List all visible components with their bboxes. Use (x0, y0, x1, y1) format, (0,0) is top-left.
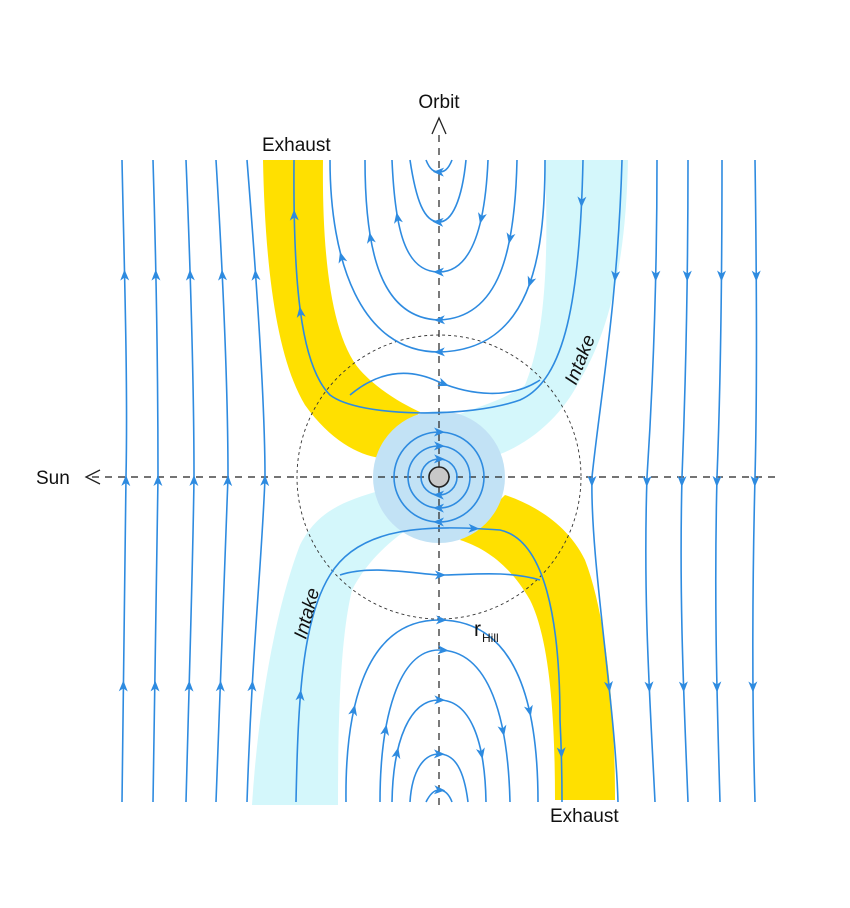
stream-arrowhead-4-0 (215, 680, 225, 692)
stream-arrowhead-9-0 (651, 270, 661, 282)
streamline-9 (645, 159, 658, 803)
stream-arrowhead-16-0 (432, 217, 444, 227)
exhaust-label-bottom: Exhaust (550, 806, 619, 827)
streamlines (118, 159, 761, 803)
hill-radius-subscript: Hill (482, 631, 499, 645)
stream-arrowhead-c3a (433, 427, 445, 437)
hill-radius-symbol: r (474, 618, 481, 641)
exhaust-band-lower (460, 495, 615, 800)
stream-arrowhead-20-2 (475, 747, 485, 760)
stream-arrowhead-11-2 (289, 209, 299, 221)
stream-arrowhead-3-2 (185, 269, 195, 281)
stream-arrowhead-5-2 (251, 269, 261, 281)
stream-arrowhead-15-0 (478, 212, 487, 224)
stream-arrowhead-7-1 (712, 475, 722, 487)
stream-arrowhead-7-0 (717, 270, 727, 282)
stream-arrowhead-17-0 (433, 167, 445, 177)
planet (428, 466, 450, 488)
stream-arrowhead-5-0 (247, 680, 257, 692)
stream-arrowhead-20-1 (434, 695, 446, 705)
hill-radius-label: rHill (474, 618, 499, 645)
stream-arrowhead-19-1 (437, 645, 449, 655)
streamline-15 (391, 159, 489, 273)
orbit-label: Orbit (418, 92, 460, 113)
streamline-7 (714, 159, 723, 803)
stream-arrowhead-13-0 (527, 275, 537, 288)
streamline-25 (420, 458, 458, 496)
stream-arrowhead-9-1 (642, 475, 652, 487)
stream-arrowhead-8-0 (682, 270, 692, 282)
stream-arrowhead-12-0 (295, 689, 305, 701)
stream-arrowhead-11-1 (296, 306, 306, 318)
stream-arrowhead-14-2 (366, 232, 376, 244)
stream-arrowhead-19-2 (497, 724, 507, 737)
stream-arrowhead-c1a (433, 454, 445, 464)
stream-arrowhead-18-0 (348, 704, 358, 717)
stream-arrowhead-14-1 (433, 315, 446, 325)
stream-arrowhead-8-2 (678, 681, 688, 693)
stream-arrowhead-21-0 (433, 749, 445, 759)
stream-arrowhead-4-2 (218, 269, 228, 281)
stream-arrowhead-2-1 (153, 474, 163, 487)
stream-arrowhead-1-2 (120, 269, 130, 281)
stream-arrowhead-6-1 (750, 475, 760, 488)
exhaust-label-top: Exhaust (262, 135, 331, 156)
stream-arrowhead-15-1 (432, 267, 445, 277)
exhaust-band-upper (263, 160, 420, 458)
stream-arrowhead-12-1 (468, 523, 480, 533)
stream-arrowhead-2-0 (150, 680, 160, 692)
stream-arrowhead-7-2 (712, 681, 722, 693)
stream-arrowhead-11-0 (577, 196, 587, 208)
stream-arrowhead-13-1 (433, 347, 445, 357)
stream-arrowhead-1-1 (121, 474, 131, 487)
streamline-27 (393, 431, 485, 523)
stream-arrowhead-c1b (433, 490, 445, 500)
stream-arrowhead-5-1 (260, 474, 270, 487)
stream-arrowhead-c3b (433, 517, 445, 527)
stream-arrowhead-24-0 (434, 570, 446, 580)
stream-arrowhead-4-1 (223, 474, 233, 487)
streamline-16 (409, 159, 467, 223)
stream-arrowhead-12-2 (556, 747, 566, 759)
stream-arrowhead-14-0 (506, 232, 516, 244)
stream-arrowhead-19-0 (380, 724, 390, 736)
sun-label: Sun (36, 468, 70, 489)
stream-arrowhead-6-0 (751, 270, 761, 282)
stream-arrowhead-8-1 (677, 475, 687, 488)
stream-arrowhead-10-1 (587, 475, 597, 487)
stream-arrowhead-13-2 (338, 251, 348, 264)
stream-arrowhead-23-0 (437, 377, 449, 387)
streamline-10 (591, 159, 623, 803)
streamline-26 (407, 445, 471, 509)
orbit-arrowhead (431, 116, 447, 135)
stream-arrowhead-10-2 (604, 680, 613, 693)
streamline-6 (751, 159, 758, 803)
sun-arrowhead (84, 469, 101, 485)
stream-arrowhead-18-2 (523, 704, 533, 717)
stream-arrowhead-10-0 (611, 270, 621, 282)
stream-arrowhead-2-2 (151, 269, 161, 281)
stream-arrowhead-1-0 (118, 680, 128, 692)
stream-arrowhead-3-1 (189, 474, 199, 487)
stream-arrowhead-15-2 (394, 212, 403, 224)
streamline-19 (379, 649, 511, 803)
stream-arrowhead-c2a (433, 441, 445, 451)
streamline-13 (329, 159, 546, 353)
stream-arrowhead-c2b (433, 503, 445, 513)
intake-band-upper (395, 160, 628, 462)
stream-arrowhead-22-0 (433, 785, 446, 795)
streamline-14 (364, 159, 518, 321)
stream-arrowhead-6-2 (748, 681, 758, 693)
stream-arrowhead-3-0 (184, 680, 194, 692)
streamline-23 (349, 372, 541, 396)
streamline-8 (680, 159, 689, 803)
stream-arrowhead-18-1 (435, 615, 448, 625)
stream-arrowhead-9-2 (644, 681, 654, 693)
stream-arrowhead-20-0 (391, 747, 401, 760)
